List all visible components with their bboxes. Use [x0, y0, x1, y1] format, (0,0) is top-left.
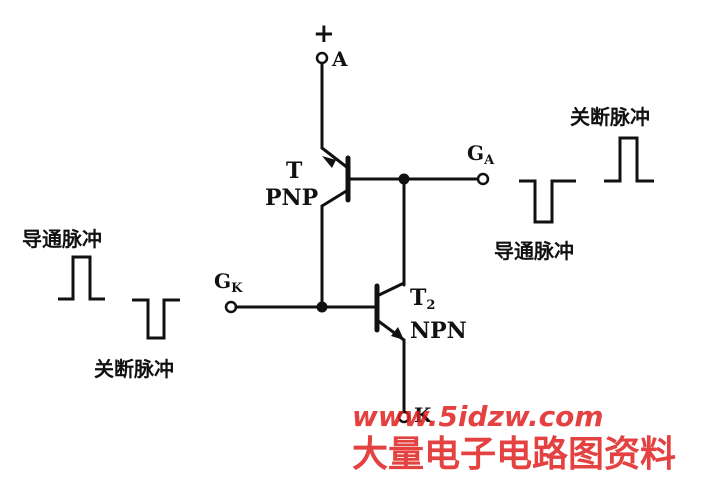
gate-a-label: GA — [467, 141, 495, 168]
anode-terminal[interactable] — [315, 51, 329, 65]
pnp-type: PNP — [265, 185, 318, 211]
watermark-text: 大量电子电路图资料 — [352, 434, 676, 475]
plus-sign: + — [313, 19, 335, 49]
pnp-transistor — [320, 146, 480, 208]
anode-label: A — [331, 47, 348, 71]
pnp-name: T — [286, 158, 303, 184]
left-on-pulse-label: 导通脉冲 — [22, 227, 102, 251]
gate-k-label: GK — [214, 269, 243, 296]
left-off-pulse-label: 关断脉冲 — [94, 357, 174, 381]
npn-emitter-arrow — [391, 327, 404, 340]
left-on-pulse — [58, 255, 105, 301]
watermark-url: www.5idzw.com — [352, 400, 604, 433]
junction-gate-k — [316, 301, 328, 313]
pnp-emitter-arrow — [322, 156, 336, 168]
npn-name: T2 — [410, 285, 435, 313]
cathode-label: K — [414, 403, 432, 427]
npn-collector — [375, 281, 406, 298]
pnp-collector — [320, 188, 350, 208]
pnp-emitter — [320, 146, 350, 170]
junction-pnp-base — [398, 173, 410, 185]
left-off-pulse — [132, 298, 180, 340]
right-off-pulse — [604, 136, 654, 183]
npn-type: NPN — [410, 318, 467, 344]
right-on-pulse — [519, 179, 576, 224]
right-on-pulse-label: 导通脉冲 — [494, 239, 574, 263]
npn-transistor — [374, 281, 406, 414]
cathode-terminal[interactable] — [397, 410, 411, 424]
right-off-pulse-label: 关断脉冲 — [570, 105, 650, 129]
gate-a-terminal[interactable] — [476, 172, 490, 186]
